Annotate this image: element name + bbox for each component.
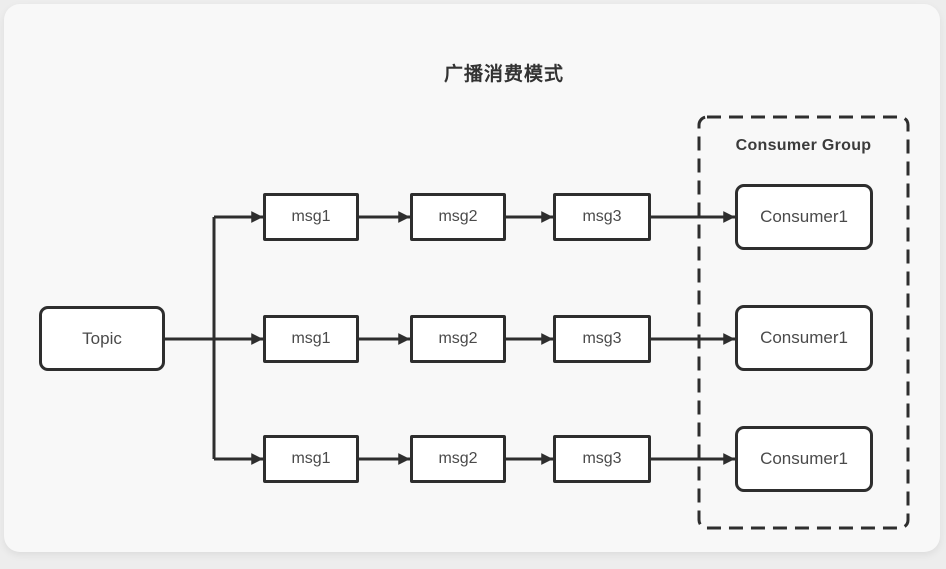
msg-node-r1-2: msg2 bbox=[410, 193, 506, 241]
diagram-title: 广播消费模式 bbox=[443, 64, 565, 85]
msg-label: msg1 bbox=[291, 330, 331, 347]
consumer-node-1: Consumer1 bbox=[735, 184, 873, 250]
msg-label: msg2 bbox=[438, 208, 478, 225]
msg-node-r3-2: msg2 bbox=[410, 435, 506, 483]
msg-node-r2-3: msg3 bbox=[553, 315, 651, 363]
msg-label: msg2 bbox=[438, 330, 478, 347]
consumer-label: Consumer1 bbox=[760, 328, 848, 347]
consumer-node-2: Consumer1 bbox=[735, 305, 873, 371]
msg-node-r2-2: msg2 bbox=[410, 315, 506, 363]
consumer-label: Consumer1 bbox=[760, 207, 848, 226]
connector-layer bbox=[165, 115, 910, 530]
consumer-group-label: Consumer Group bbox=[735, 137, 872, 154]
msg-node-r3-1: msg1 bbox=[263, 435, 359, 483]
consumer-label: Consumer1 bbox=[760, 449, 848, 468]
msg-label: msg3 bbox=[582, 330, 622, 347]
diagram-canvas: 广播消费模式 Topic msg1 msg2 msg3 msg1 msg2 ms… bbox=[4, 4, 940, 552]
msg-node-r3-3: msg3 bbox=[553, 435, 651, 483]
msg-label: msg3 bbox=[582, 208, 622, 225]
msg-node-r2-1: msg1 bbox=[263, 315, 359, 363]
consumer-node-3: Consumer1 bbox=[735, 426, 873, 492]
msg-label: msg1 bbox=[291, 450, 331, 467]
msg-label: msg2 bbox=[438, 450, 478, 467]
msg-label: msg1 bbox=[291, 208, 331, 225]
topic-label: Topic bbox=[82, 328, 122, 348]
msg-label: msg3 bbox=[582, 450, 622, 467]
topic-node: Topic bbox=[39, 306, 165, 371]
msg-node-r1-3: msg3 bbox=[553, 193, 651, 241]
consumer-group-boundary bbox=[697, 115, 910, 530]
msg-node-r1-1: msg1 bbox=[263, 193, 359, 241]
